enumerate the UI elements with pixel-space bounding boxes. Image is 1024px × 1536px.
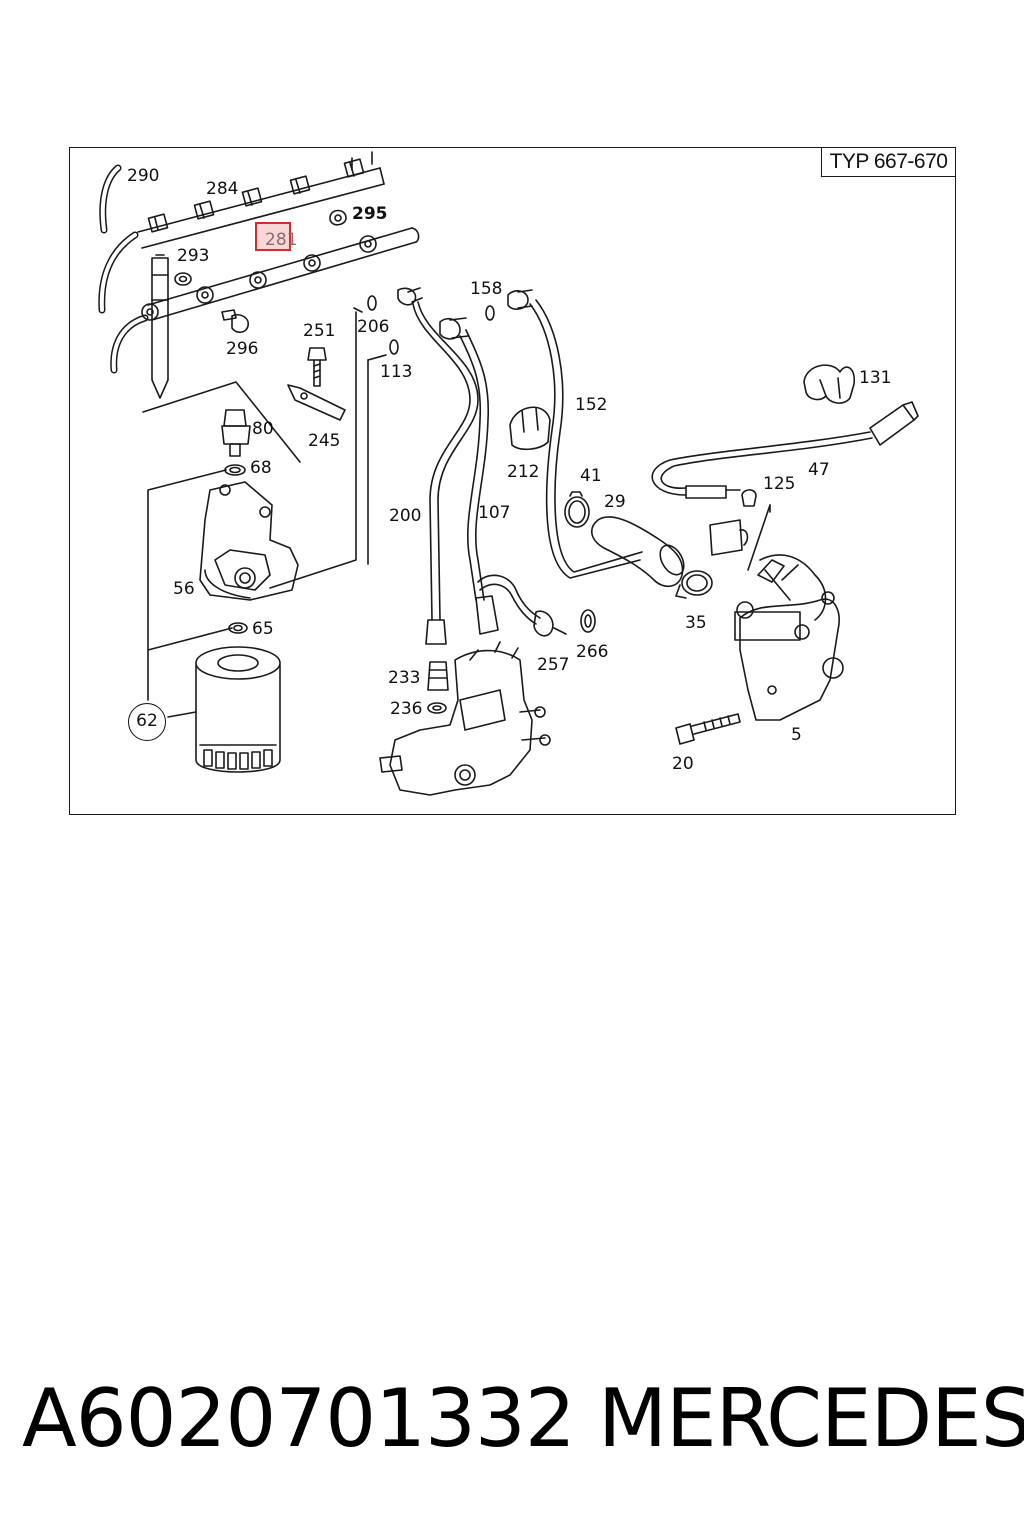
callout-41: 41 <box>580 466 602 486</box>
leak-off-rail-284 <box>137 151 385 249</box>
callout-47: 47 <box>808 460 830 480</box>
callout-152: 152 <box>575 395 608 415</box>
leader-line <box>142 381 301 463</box>
callout-113: 113 <box>380 362 413 382</box>
part-125 <box>709 489 771 571</box>
return-hose-290 <box>98 164 149 374</box>
fuel-filter-62 <box>195 646 281 773</box>
filter-head-56 <box>199 481 299 601</box>
clip-131 <box>803 364 856 404</box>
exploded-parts-drawing <box>98 151 919 796</box>
brand-text: MERCEDES <box>598 1372 1024 1465</box>
clip-212 <box>509 406 551 451</box>
callout-293: 293 <box>177 246 210 266</box>
clamp-35 <box>675 570 713 599</box>
callout-80: 80 <box>252 419 274 439</box>
callout-29: 29 <box>604 492 626 512</box>
callout-62: 62 <box>128 703 166 741</box>
leak-off-rail-lower <box>141 227 420 321</box>
clamp-41 <box>564 491 590 528</box>
callout-131: 131 <box>859 368 892 388</box>
highlighted-callout-box[interactable] <box>255 222 291 251</box>
valve-80 <box>221 409 251 476</box>
callout-284: 284 <box>206 179 239 199</box>
callout-245: 245 <box>308 431 341 451</box>
fuel-line-200 <box>397 287 479 645</box>
callout-281[interactable]: 281 <box>265 230 298 250</box>
part-number-text: A6020701332 <box>22 1372 576 1465</box>
callout-236: 236 <box>390 699 423 719</box>
callout-233: 233 <box>388 668 421 688</box>
sensor-cable-47 <box>651 401 919 499</box>
callout-107: 107 <box>478 503 511 523</box>
engine-type-label: TYP 667-670 <box>821 147 956 177</box>
callout-125: 125 <box>763 474 796 494</box>
callout-212: 212 <box>507 462 540 482</box>
callout-200: 200 <box>389 506 422 526</box>
callout-65: 65 <box>252 619 274 639</box>
callout-296: 296 <box>226 339 259 359</box>
injector <box>151 254 169 399</box>
callout-20: 20 <box>672 754 694 774</box>
callout-295: 295 <box>352 204 388 224</box>
parts-diagram-frame <box>69 147 956 815</box>
hose-29 <box>591 516 685 588</box>
callout-251: 251 <box>303 321 336 341</box>
bracket-245 <box>287 384 346 421</box>
injection-pump <box>379 641 551 796</box>
filter-housing-5 <box>734 554 844 721</box>
fuel-line-152 <box>507 289 643 579</box>
fuel-line-107 <box>439 317 499 635</box>
callout-68: 68 <box>250 458 272 478</box>
bolt-251 <box>307 347 327 387</box>
callout-257: 257 <box>537 655 570 675</box>
callout-290: 290 <box>127 166 160 186</box>
callout-158: 158 <box>470 279 503 299</box>
callout-5: 5 <box>791 725 802 745</box>
callout-266: 266 <box>576 642 609 662</box>
bolt-20 <box>675 713 741 745</box>
callout-206: 206 <box>357 317 390 337</box>
callout-35: 35 <box>685 613 707 633</box>
callout-56: 56 <box>173 579 195 599</box>
bolt-296 <box>221 309 250 334</box>
